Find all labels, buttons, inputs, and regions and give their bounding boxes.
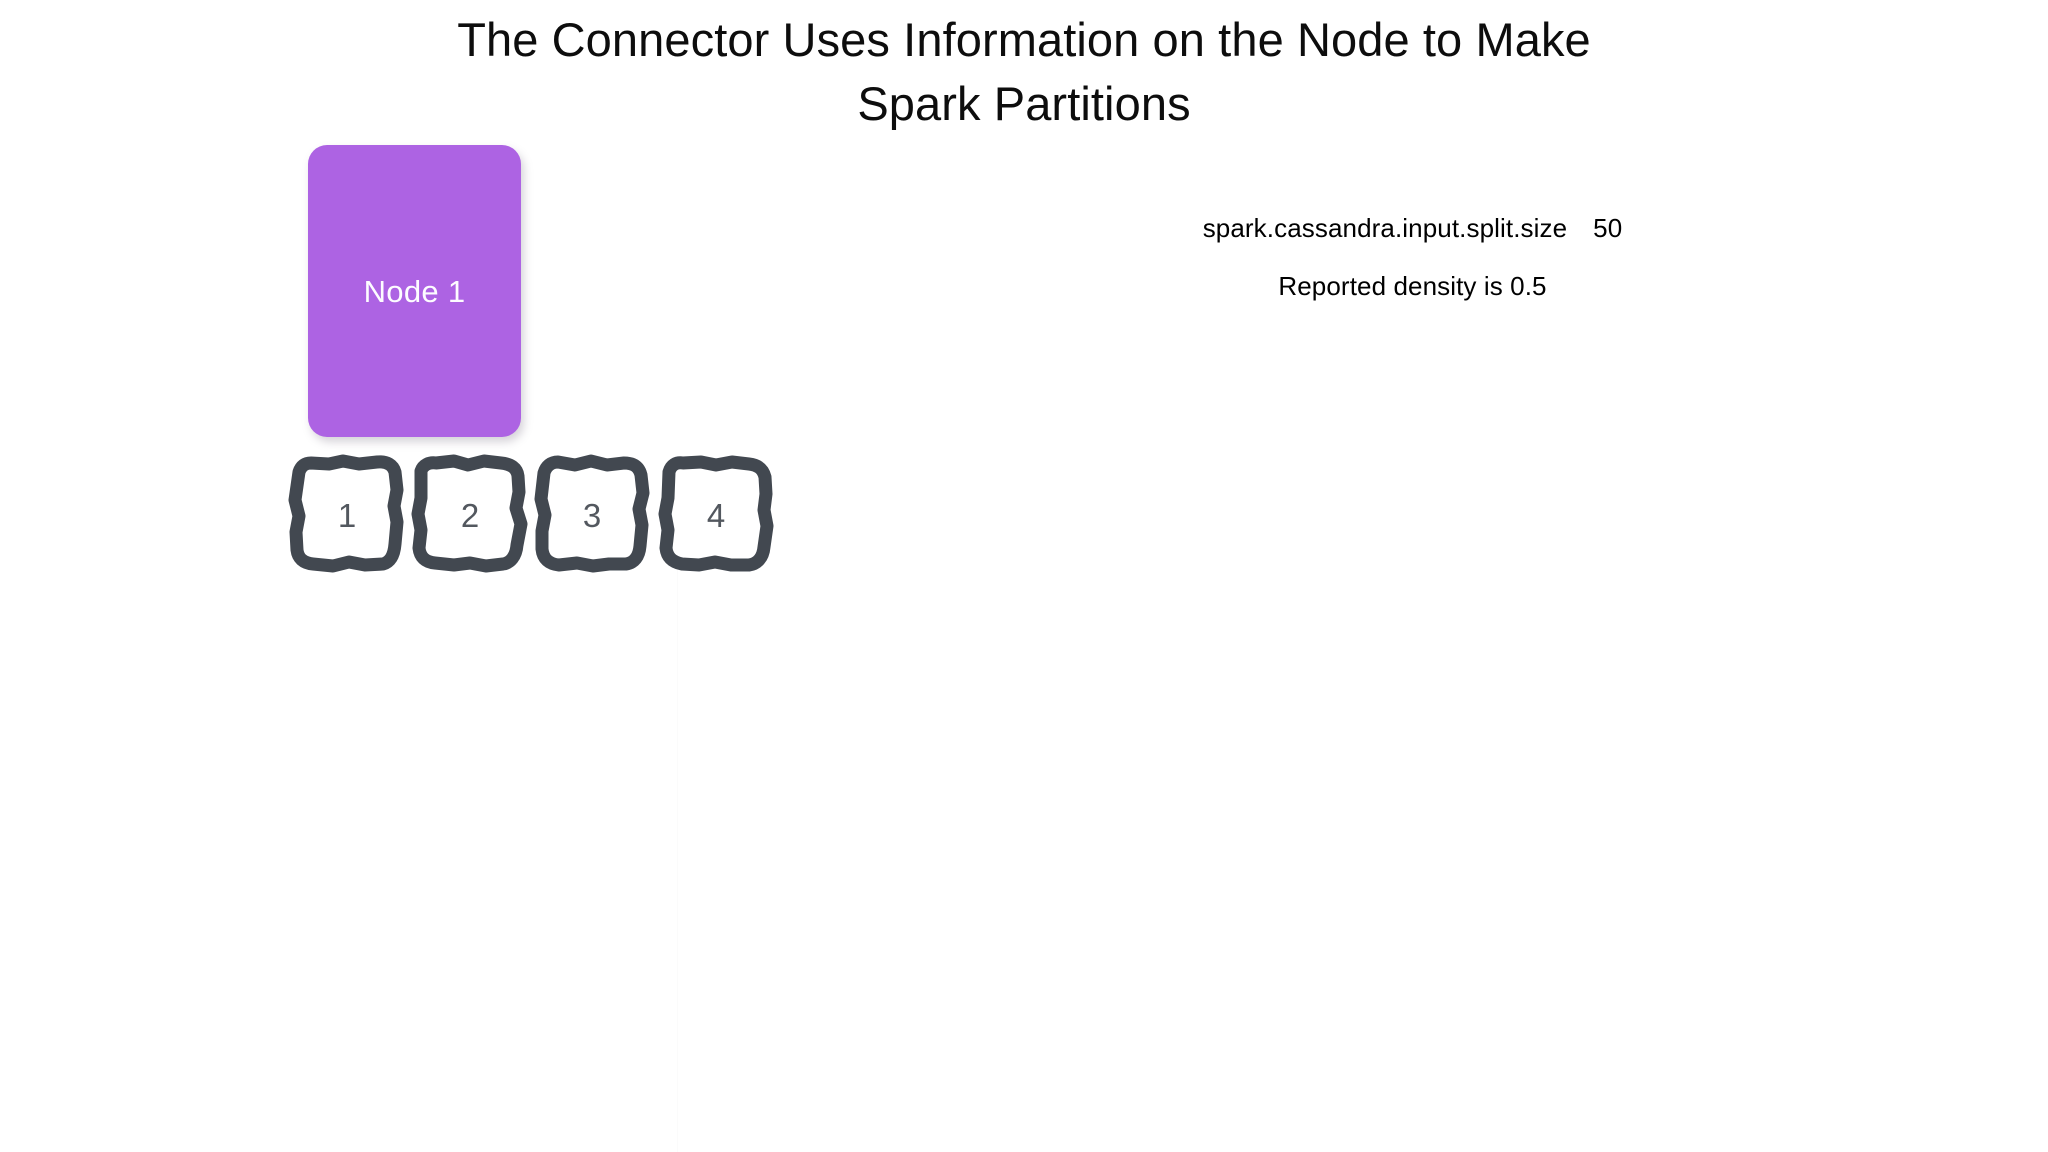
partition-square-2: 2 [408,452,532,586]
page-title-line-1: The Connector Uses Information on the No… [457,13,1591,66]
sketchy-square-icon [658,455,774,572]
sketchy-square-icon [534,454,650,573]
node-box: Node 1 [308,145,521,437]
config-setting-value: 50 [1593,213,1623,243]
partition-square-1: 1 [285,452,409,586]
config-setting-line: spark.cassandra.input.split.size 50 [1120,210,1705,246]
partition-square-label: 3 [582,497,602,534]
page-title-line-2: Spark Partitions [857,77,1191,130]
background-seam [677,560,678,1152]
partition-square-3: 3 [530,452,654,586]
partition-square-row: 1 2 3 4 [285,452,785,587]
partition-square-4: 4 [654,452,778,586]
config-setting-name: spark.cassandra.input.split.size [1202,213,1568,243]
sketchy-square-icon [411,454,528,573]
partition-square-label: 2 [460,497,480,534]
partition-square-label: 4 [706,497,726,534]
sketchy-square-icon [288,454,404,573]
node-box-label: Node 1 [363,273,466,309]
config-density-note: Reported density is 0.5 [1278,271,1547,301]
partition-square-label: 1 [337,497,357,534]
config-text-block: spark.cassandra.input.split.size 50 Repor… [1120,210,1705,304]
page-title: The Connector Uses Information on the No… [0,8,2048,136]
